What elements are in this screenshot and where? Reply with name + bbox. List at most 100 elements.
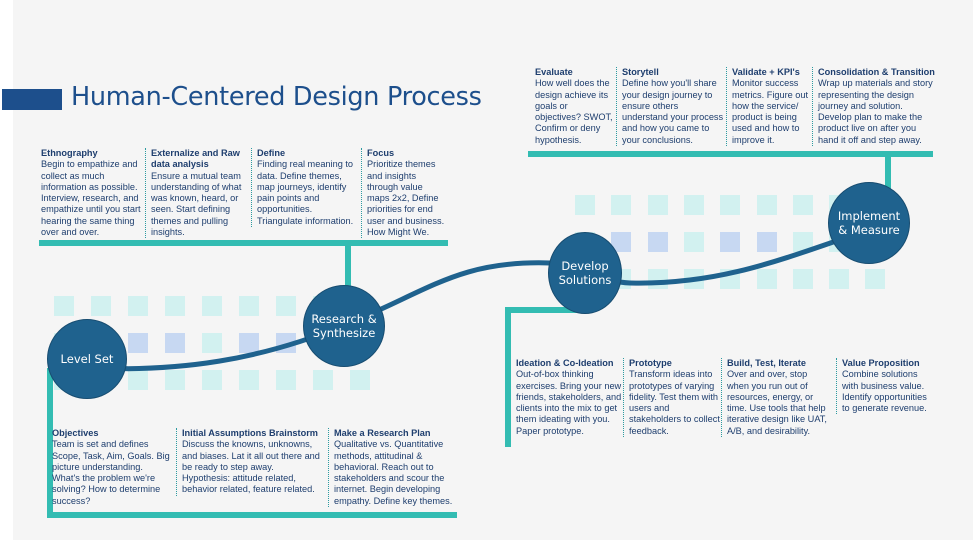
decorative-square (611, 195, 631, 215)
step-build-test-iterate: Build, Test, Iterate Over and over, stop… (721, 358, 827, 438)
step-heading: Prototype (629, 358, 672, 368)
develop-connector-horizontal (505, 307, 585, 313)
decorative-square (575, 195, 595, 215)
title-accent-bar (2, 89, 62, 110)
step-body: Begin to empathize and collect as much i… (41, 159, 141, 238)
step-heading: Make a Research Plan (334, 428, 431, 438)
step-validate-kpis: Validate + KPI's Monitor success metrics… (726, 67, 812, 147)
step-consolidation: Consolidation & Transition Wrap up mater… (812, 67, 936, 147)
level-set-connector (47, 368, 53, 518)
step-heading: Define (257, 148, 286, 158)
decorative-square (611, 232, 631, 252)
decorative-square (720, 195, 740, 215)
decorative-square (793, 269, 813, 289)
journey-curve (85, 227, 871, 372)
decorative-square (239, 370, 259, 390)
decorative-square (165, 333, 185, 353)
step-prototype: Prototype Transform ideas into prototype… (623, 358, 723, 438)
implement-connector (885, 151, 891, 203)
level-set-steps-underline (47, 512, 457, 518)
node-research-synthesize[interactable]: Research & Synthesize (303, 285, 385, 367)
step-focus: Focus Prioritize themes and insights thr… (361, 148, 447, 239)
step-storytell: Storytell Define how you'll share your d… (616, 67, 724, 147)
decorative-square (757, 232, 777, 252)
step-heading: Initial Assumptions Brainstorm (182, 428, 318, 438)
research-steps-underline (39, 240, 448, 246)
decorative-square (720, 232, 740, 252)
step-evaluate: Evaluate How well does the design achiev… (535, 67, 615, 146)
step-body: How well does the design achieve its goa… (535, 78, 613, 145)
decorative-square (350, 370, 370, 390)
node-level-set[interactable]: Level Set (47, 319, 127, 399)
decorative-square (757, 195, 777, 215)
decorative-square (313, 370, 333, 390)
decorative-square (793, 195, 813, 215)
step-body: Define how you'll share your design jour… (622, 78, 724, 145)
step-heading: Evaluate (535, 67, 573, 77)
step-heading: Storytell (622, 67, 659, 77)
step-body: Team is set and defines Scope, Task, Aim… (52, 439, 170, 506)
step-body: Wrap up materials and story representing… (818, 78, 933, 145)
step-body: Monitor success metrics. Figure out how … (732, 78, 809, 145)
decorative-square (239, 333, 259, 353)
step-value-proposition: Value Proposition Combine solutions with… (836, 358, 936, 415)
step-body: Prioritize themes and insights through v… (367, 159, 445, 238)
decorative-square (165, 296, 185, 316)
node-research-synthesize-label: Research & Synthesize (311, 312, 377, 340)
node-level-set-label: Level Set (60, 352, 114, 366)
decorative-square (239, 296, 259, 316)
step-body: Discuss the knowns, unknowns, and biases… (182, 439, 320, 495)
step-heading: Validate + KPI's (732, 67, 800, 77)
decorative-square (684, 195, 704, 215)
decorative-square (865, 269, 885, 289)
step-objectives: Objectives Team is set and defines Scope… (52, 428, 172, 507)
decorative-square (648, 195, 668, 215)
step-research-plan: Make a Research Plan Qualitative vs. Qua… (328, 428, 458, 508)
node-develop-solutions-label: Develop Solutions (558, 259, 612, 287)
step-heading: Focus (367, 148, 395, 158)
step-heading: Build, Test, Iterate (727, 358, 806, 368)
step-body: Qualitative vs. Quantitative methods, at… (334, 439, 453, 506)
step-body: Transform ideas into prototypes of varyi… (629, 369, 720, 436)
step-body: Ensure a mutual team understanding of wh… (151, 170, 242, 238)
implement-steps-underline (528, 151, 933, 157)
decorative-square (128, 370, 148, 390)
decorative-square (202, 370, 222, 390)
decorative-square (128, 333, 148, 353)
step-body: Finding real meaning to data. Define the… (257, 159, 354, 226)
step-body: Combine solutions with business value. I… (842, 369, 927, 414)
decorative-square (648, 232, 668, 252)
step-heading: Ideation & Co-Ideation (516, 358, 614, 368)
step-heading: Objectives (52, 428, 99, 438)
step-body: Over and over, stop when you run out of … (727, 369, 827, 436)
step-body: Out-of-box thinking exercises. Bring you… (516, 369, 622, 436)
decorative-square (276, 370, 296, 390)
step-ideation: Ideation & Co-Ideation Out-of-box thinki… (516, 358, 623, 437)
decorative-square (202, 333, 222, 353)
diagram-canvas (13, 0, 973, 540)
decorative-square (165, 370, 185, 390)
step-externalize: Externalize and Raw data analysis Ensure… (145, 148, 251, 239)
step-ethnography: Ethnography Begin to empathize and colle… (41, 148, 143, 238)
step-initial-assumptions: Initial Assumptions Brainstorm Discuss t… (176, 428, 324, 496)
decorative-square (276, 296, 296, 316)
decorative-square (128, 296, 148, 316)
decorative-square (829, 269, 849, 289)
step-heading: Externalize and Raw data analysis (151, 148, 240, 170)
decorative-square (684, 232, 704, 252)
page-title: Human-Centered Design Process (71, 82, 482, 112)
develop-steps-side-line (505, 307, 511, 447)
step-heading: Ethnography (41, 148, 98, 158)
step-heading: Consolidation & Transition (818, 67, 935, 77)
decorative-square (202, 296, 222, 316)
node-implement-measure[interactable]: Implement & Measure (828, 182, 910, 264)
node-develop-solutions[interactable]: Develop Solutions (548, 232, 622, 314)
decorative-square (54, 296, 74, 316)
node-implement-measure-label: Implement & Measure (837, 209, 901, 237)
step-define: Define Finding real meaning to data. Def… (251, 148, 357, 228)
step-heading: Value Proposition (842, 358, 920, 368)
research-connector (345, 240, 351, 302)
decorative-square (91, 296, 111, 316)
decorative-square (757, 269, 777, 289)
